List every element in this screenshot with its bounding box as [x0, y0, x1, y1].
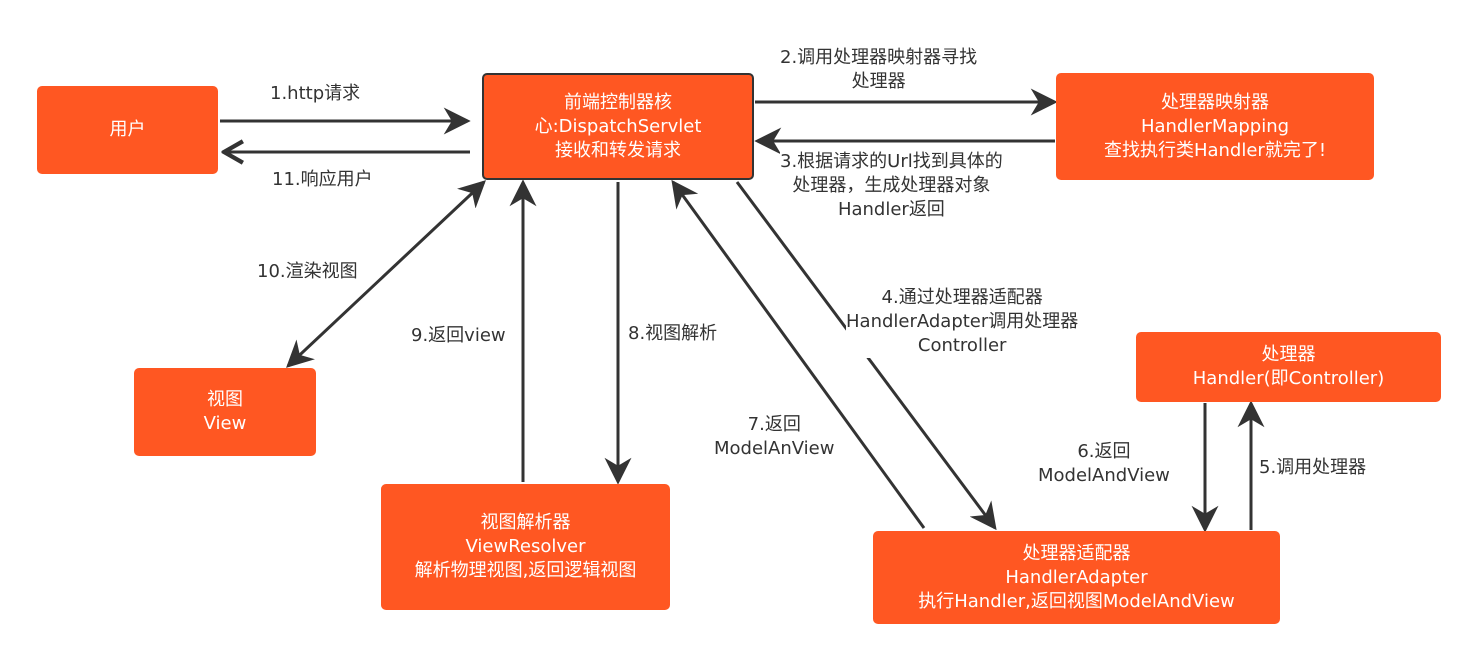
- edge-label-1-line: 1.http请求: [270, 83, 361, 104]
- edge-label-3-line: 处理器，生成处理器对象: [792, 175, 991, 196]
- node-handler-line: 处理器: [1261, 344, 1316, 365]
- edge-label-5-line: 5.调用处理器: [1259, 457, 1367, 478]
- edge-label-8-line: 8.视图解析: [628, 323, 718, 344]
- edge-label-2: 2.调用处理器映射器寻找 处理器: [780, 46, 978, 94]
- node-user-line: 用户: [109, 119, 146, 140]
- edge-label-4-line: HandlerAdapter调用处理器: [846, 311, 1079, 332]
- node-dispatcher-line: 前端控制器核: [564, 91, 672, 113]
- edge-10-render-view: [286, 180, 486, 368]
- edge-label-11: 11.响应用户: [272, 168, 373, 192]
- node-user: 用户: [37, 86, 218, 174]
- edge-label-2-line: 2.调用处理器映射器寻找: [780, 47, 978, 68]
- node-view-resolver: 视图解析器 ViewResolver 解析物理视图,返回逻辑视图: [381, 484, 670, 610]
- node-handler-adapter-line: 处理器适配器: [1022, 542, 1131, 564]
- edge-label-1: 1.http请求: [270, 82, 361, 106]
- edge-label-7: 7.返回 ModelAnView: [714, 413, 835, 461]
- edge-label-10: 10.渲染视图: [257, 260, 358, 284]
- edge-label-2-line: 处理器: [851, 71, 906, 92]
- node-view-resolver-line: 解析物理视图,返回逻辑视图: [414, 560, 637, 581]
- edge-label-7-line: 7.返回: [747, 414, 801, 435]
- edge-label-6: 6.返回 ModelAndView: [1038, 440, 1170, 488]
- node-handler-mapping-line: 查找执行类Handler就完了!: [1103, 139, 1327, 161]
- node-view-line: View: [203, 413, 247, 434]
- edge-label-4: 4.通过处理器适配器 HandlerAdapter调用处理器 Controlle…: [846, 286, 1079, 358]
- edge-label-5: 5.调用处理器: [1259, 456, 1367, 480]
- edge-label-3-line: Handler返回: [837, 199, 945, 220]
- edge-label-4-line: 4.通过处理器适配器: [881, 287, 1043, 308]
- node-handler-mapping: 处理器映射器 HandlerMapping 查找执行类Handler就完了!: [1056, 73, 1374, 180]
- node-handler-mapping-line: 处理器映射器: [1161, 91, 1269, 113]
- edge-label-6-line: 6.返回: [1077, 441, 1131, 462]
- node-view-resolver-line: 视图解析器: [480, 512, 571, 533]
- node-handler-adapter-line: HandlerAdapter: [1005, 566, 1148, 588]
- node-handler-adapter: 处理器适配器 HandlerAdapter 执行Handler,返回视图Mode…: [873, 531, 1280, 624]
- node-handler-line: Handler(即Controller): [1192, 368, 1385, 389]
- node-dispatcher-servlet: 前端控制器核 心:DispatchServlet 接收和转发请求: [482, 73, 754, 180]
- edge-label-3-line: 3.根据请求的Url找到具体的: [780, 151, 1003, 172]
- node-handler-adapter-line: 执行Handler,返回视图ModelAndView: [918, 590, 1235, 612]
- node-dispatcher-line: 心:DispatchServlet: [534, 115, 702, 137]
- node-view: 视图 View: [134, 368, 316, 456]
- edge-7-return-modelandview: [671, 179, 926, 529]
- node-dispatcher-line: 接收和转发请求: [555, 139, 681, 161]
- edge-label-9: 9.返回view: [411, 324, 506, 348]
- edge-label-11-line: 11.响应用户: [272, 169, 373, 190]
- edge-label-8: 8.视图解析: [628, 322, 718, 346]
- edge-label-6-line: ModelAndView: [1038, 465, 1170, 486]
- edge-label-9-line: 9.返回view: [411, 325, 506, 346]
- edge-label-3: 3.根据请求的Url找到具体的 处理器，生成处理器对象 Handler返回: [780, 150, 1003, 222]
- edge-label-7-line: ModelAnView: [714, 438, 835, 459]
- node-handler-mapping-line: HandlerMapping: [1140, 115, 1290, 137]
- edge-label-10-line: 10.渲染视图: [257, 261, 358, 282]
- node-view-line: 视图: [207, 389, 243, 410]
- edge-label-4-line: Controller: [917, 335, 1007, 356]
- node-handler: 处理器 Handler(即Controller): [1136, 332, 1441, 402]
- node-view-resolver-line: ViewResolver: [465, 536, 586, 557]
